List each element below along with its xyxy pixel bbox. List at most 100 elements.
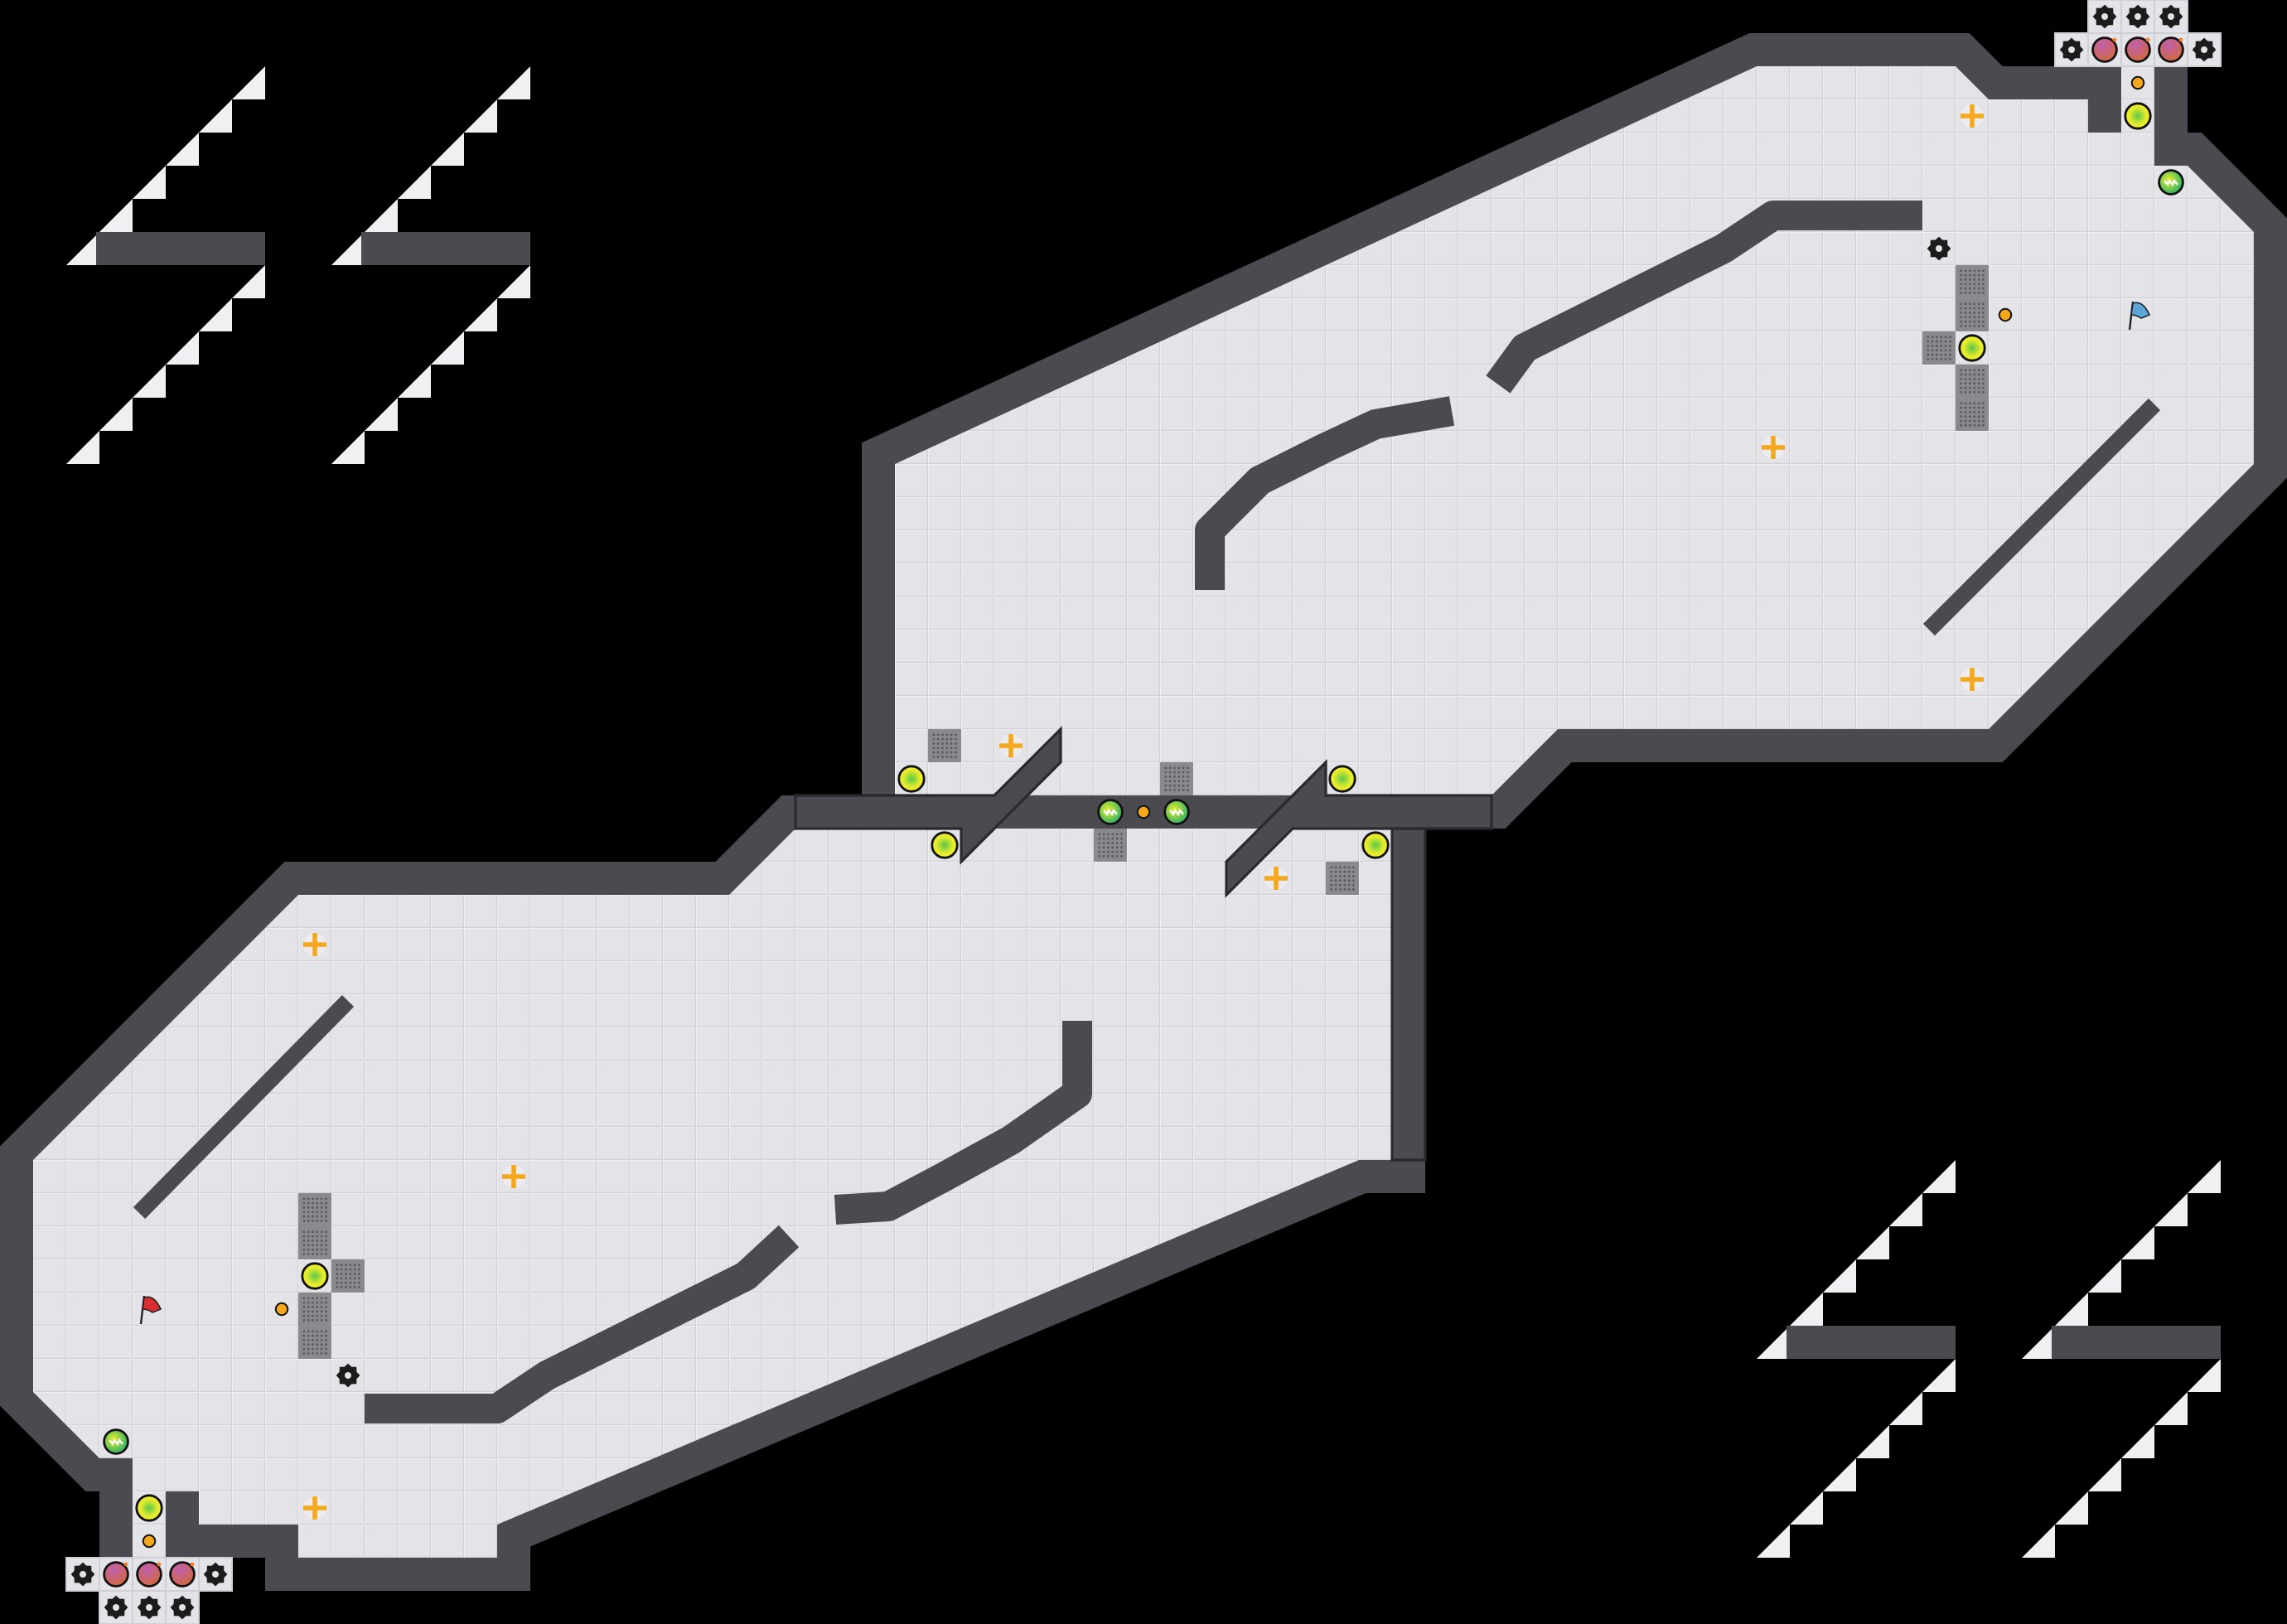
block-dot — [320, 1339, 323, 1341]
block-dot — [307, 1215, 310, 1218]
block-dot — [945, 751, 949, 754]
flag-cloth — [2130, 302, 2151, 319]
block-dot — [312, 1211, 314, 1214]
block-dot — [345, 1286, 347, 1288]
thwump-block — [1956, 365, 1989, 398]
block-dot — [1960, 269, 1963, 273]
block-dot — [325, 1206, 327, 1209]
block-dot — [1973, 312, 1976, 314]
mine-core — [345, 1372, 351, 1380]
block-dot — [1115, 842, 1119, 844]
block-dot — [312, 1197, 314, 1201]
block-dot — [312, 1235, 314, 1238]
block-dot — [353, 1277, 356, 1280]
block-dot — [302, 1244, 306, 1247]
block-dot — [955, 737, 957, 741]
decor-triangle — [2088, 1458, 2121, 1491]
decor-triangle — [398, 166, 431, 199]
block-dot — [1343, 875, 1347, 877]
block-dot — [320, 1244, 323, 1247]
block-dot — [302, 1297, 306, 1300]
cross-arrows-icon — [1762, 436, 1785, 459]
block-dot — [1969, 424, 1971, 427]
decor-triangle — [1823, 1259, 1856, 1293]
block-dot — [307, 1314, 310, 1317]
block-dot — [325, 1352, 327, 1355]
bomb-body — [2158, 36, 2184, 63]
block-dot — [1927, 358, 1930, 360]
block-dot — [1960, 316, 1963, 319]
block-dot — [316, 1206, 319, 1209]
block-dot — [316, 1334, 319, 1337]
block-dot — [325, 1339, 327, 1341]
block-dot — [932, 756, 936, 758]
gold-icon — [2130, 75, 2145, 90]
cross-drone-icon — [1762, 436, 1785, 459]
decor-triangle — [2022, 1525, 2055, 1558]
block-dot — [1164, 784, 1168, 787]
block-dot — [1936, 345, 1938, 347]
decor-triangle — [66, 431, 99, 464]
block-dot — [1120, 855, 1123, 858]
block-dot — [1982, 391, 1985, 394]
block-dot — [1969, 406, 1971, 409]
block-dot — [316, 1201, 319, 1205]
block-dot — [1977, 292, 1980, 294]
decor-triangle — [2121, 1425, 2154, 1458]
block-dot — [336, 1268, 339, 1271]
block-dot — [950, 737, 953, 741]
block-dot — [1960, 325, 1963, 327]
bomb-icon — [103, 1561, 129, 1588]
cross-arrows-icon — [1961, 104, 1984, 128]
block-dot — [955, 747, 957, 750]
block-dot — [1982, 278, 1985, 281]
block-dot — [316, 1343, 319, 1346]
mine-icon — [2159, 4, 2183, 29]
block-dot — [1973, 386, 1976, 389]
block-dot — [1977, 373, 1980, 376]
block-dot — [936, 742, 940, 745]
block-dot — [950, 747, 953, 750]
block-dot — [1352, 879, 1355, 882]
cross-arrows-icon — [1264, 867, 1288, 890]
block-dot — [325, 1220, 327, 1222]
block-dot — [1102, 833, 1105, 836]
block-dot — [1960, 287, 1963, 290]
bomb-fuse — [2112, 37, 2117, 42]
block-dot — [1173, 789, 1176, 791]
block-dot — [302, 1215, 306, 1218]
block-dot — [1102, 842, 1105, 844]
block-dot — [1973, 273, 1976, 277]
block-dot — [340, 1286, 343, 1288]
thwump-block — [298, 1326, 331, 1359]
block-dot — [936, 756, 940, 758]
block-dot — [1969, 402, 1971, 405]
block-dot — [1960, 278, 1963, 281]
mine-core — [2101, 13, 2108, 20]
block-dot — [1960, 402, 1963, 405]
block-dot — [1940, 345, 1943, 347]
block-dot — [345, 1277, 347, 1280]
block-dot — [307, 1230, 310, 1234]
block-dot — [325, 1334, 327, 1337]
block-dot — [336, 1281, 339, 1284]
block-dot — [1182, 776, 1185, 778]
block-dot — [1927, 345, 1930, 347]
block-dot — [1187, 784, 1189, 787]
block-dot — [1164, 780, 1168, 783]
block-dot — [1120, 850, 1123, 853]
block-dot — [1102, 850, 1105, 853]
block-dot — [941, 756, 944, 758]
block-dot — [1944, 345, 1947, 347]
level-floor — [33, 0, 2254, 1624]
block-dot — [312, 1206, 314, 1209]
block-dot — [1982, 402, 1985, 405]
block-dot — [1164, 789, 1168, 791]
block-dot — [1949, 349, 1951, 352]
block-dot — [1168, 776, 1172, 778]
block-dot — [349, 1268, 352, 1271]
decor-triangle — [232, 66, 265, 99]
block-dot — [1964, 373, 1967, 376]
block-dot — [1343, 879, 1347, 882]
block-dot — [307, 1343, 310, 1346]
